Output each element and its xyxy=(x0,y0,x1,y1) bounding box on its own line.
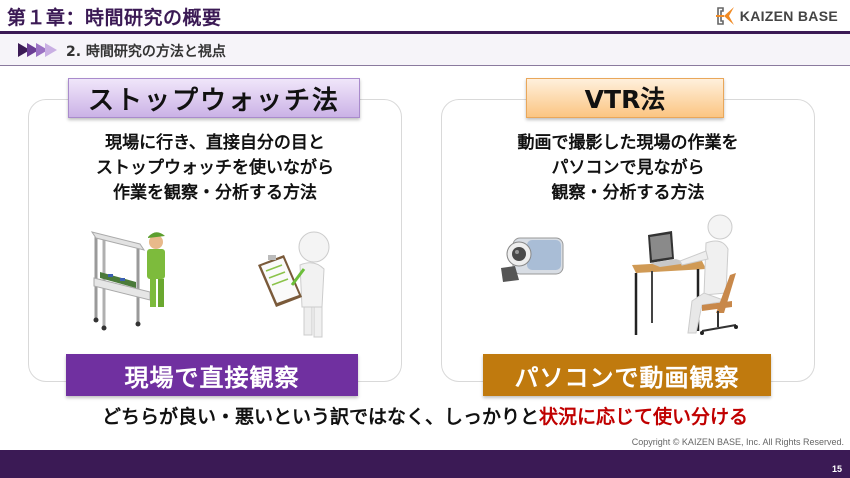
person-at-laptop-icon xyxy=(632,214,738,335)
vtr-method-description: 動画で撮影した現場の作業を パソコンで見ながら 観察・分析する方法 xyxy=(441,131,815,206)
description-line: ストップウォッチを使いながら xyxy=(96,158,334,178)
conclusion-main: どちらが良い・悪いという訳ではなく、しっかりと xyxy=(101,406,539,428)
vtr-method-label: VTR法 xyxy=(526,78,724,118)
factory-worker-icon xyxy=(90,231,165,331)
conclusion-emphasis: 状況に応じて使い分ける xyxy=(539,406,749,428)
video-camera-icon xyxy=(501,237,564,282)
section-title: 2. 時間研究の方法と視点 xyxy=(66,44,226,60)
description-line: 観察・分析する方法 xyxy=(551,183,705,203)
section-subheader: 2. 時間研究の方法と視点 xyxy=(0,34,850,66)
header-divider xyxy=(0,31,850,34)
stopwatch-method-panel xyxy=(28,99,402,382)
company-logo: KAIZEN BASE xyxy=(714,5,838,27)
vtr-result-label: パソコンで動画観察 xyxy=(483,354,771,396)
copyright-notice: Copyright © KAIZEN BASE, Inc. All Rights… xyxy=(631,437,844,447)
stopwatch-result-label: 現場で直接観察 xyxy=(66,354,358,396)
stopwatch-method-label: ストップウォッチ法 xyxy=(68,78,360,118)
clipboard-observer-icon xyxy=(258,231,330,338)
description-line: パソコンで見ながら xyxy=(551,158,705,178)
chapter-title: 第１章：時間研究の概要 xyxy=(7,7,222,29)
conclusion-text: どちらが良い・悪いという訳ではなく、しっかりと状況に応じて使い分ける xyxy=(0,402,850,429)
logo-text: KAIZEN BASE xyxy=(739,8,838,24)
slide-header: 第１章：時間研究の概要 KAIZEN BASE xyxy=(0,0,850,31)
description-line: 現場に行き、直接自分の目と xyxy=(105,133,325,153)
slide-footer: 15 xyxy=(0,450,850,478)
kaizen-base-logo-icon xyxy=(715,7,734,25)
stopwatch-method-description: 現場に行き、直接自分の目と ストップウォッチを使いながら 作業を観察・分析する方… xyxy=(28,131,402,206)
description-line: 動画で撮影した現場の作業を xyxy=(517,133,739,153)
description-line: 作業を観察・分析する方法 xyxy=(113,183,317,203)
vtr-method-panel xyxy=(441,99,815,382)
triple-arrow-icon xyxy=(18,43,57,57)
page-number: 15 xyxy=(831,464,842,474)
